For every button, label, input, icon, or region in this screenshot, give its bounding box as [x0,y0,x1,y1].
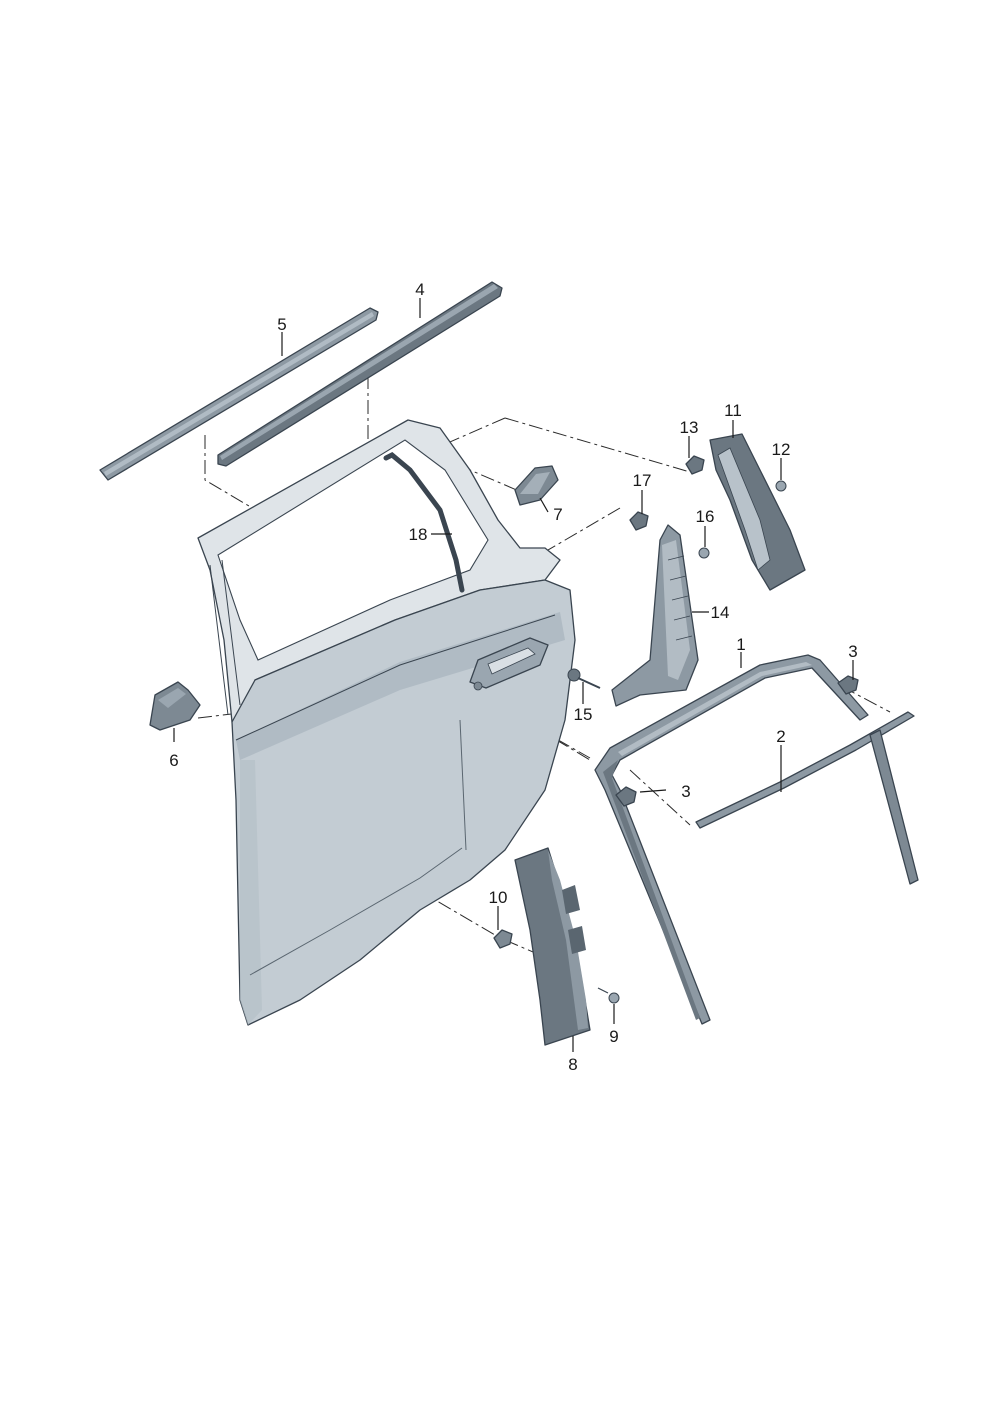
callout-7: 7 [553,505,562,524]
part-15-bolt [567,668,601,689]
callout-3b: 3 [681,782,690,801]
callout-17: 17 [633,471,652,490]
part-6-end-cap [149,681,201,731]
callout-3a: 3 [848,642,857,661]
callout-2: 2 [776,727,785,746]
callout-12: 12 [772,440,791,459]
callout-9: 9 [609,1027,618,1046]
part-3-clip-lower [615,786,637,807]
part-1-window-frame-trim [594,654,869,1025]
callout-18: 18 [409,525,428,544]
callout-11: 11 [724,401,742,420]
leader-lines [173,298,854,1052]
part-3-clip-upper [837,675,859,695]
part-18-division-seal [383,452,465,593]
part-7-guide-piece [514,465,559,506]
callout-14: 14 [711,603,730,622]
callout-1: 1 [736,635,745,654]
part-5-window-seal-strip [99,307,379,481]
callout-6: 6 [169,751,178,770]
part-16-screw [698,547,710,559]
callout-13: 13 [680,418,699,437]
callout-10: 10 [489,888,508,907]
callout-5: 5 [277,315,286,334]
rear-door-shell [197,419,576,1026]
part-14-inner-pillar-trim [611,524,699,707]
callout-4: 4 [415,280,424,299]
part-9-screw [597,987,620,1004]
part-10-clip [493,929,513,949]
part-4-belt-moulding [217,281,503,467]
part-2-trim-strip [695,711,919,885]
callout-8: 8 [568,1055,577,1074]
part-8-lower-pillar-trim [514,847,591,1046]
part-12-screw [775,480,787,492]
callout-15: 15 [574,705,593,724]
part-17-clip [629,511,649,531]
part-11-upper-pillar-trim [709,433,806,591]
callouts: 1 2 3 3 4 5 6 7 8 9 10 11 12 13 14 15 16… [169,280,857,1074]
part-13-clip [685,455,705,475]
callout-16: 16 [696,507,715,526]
